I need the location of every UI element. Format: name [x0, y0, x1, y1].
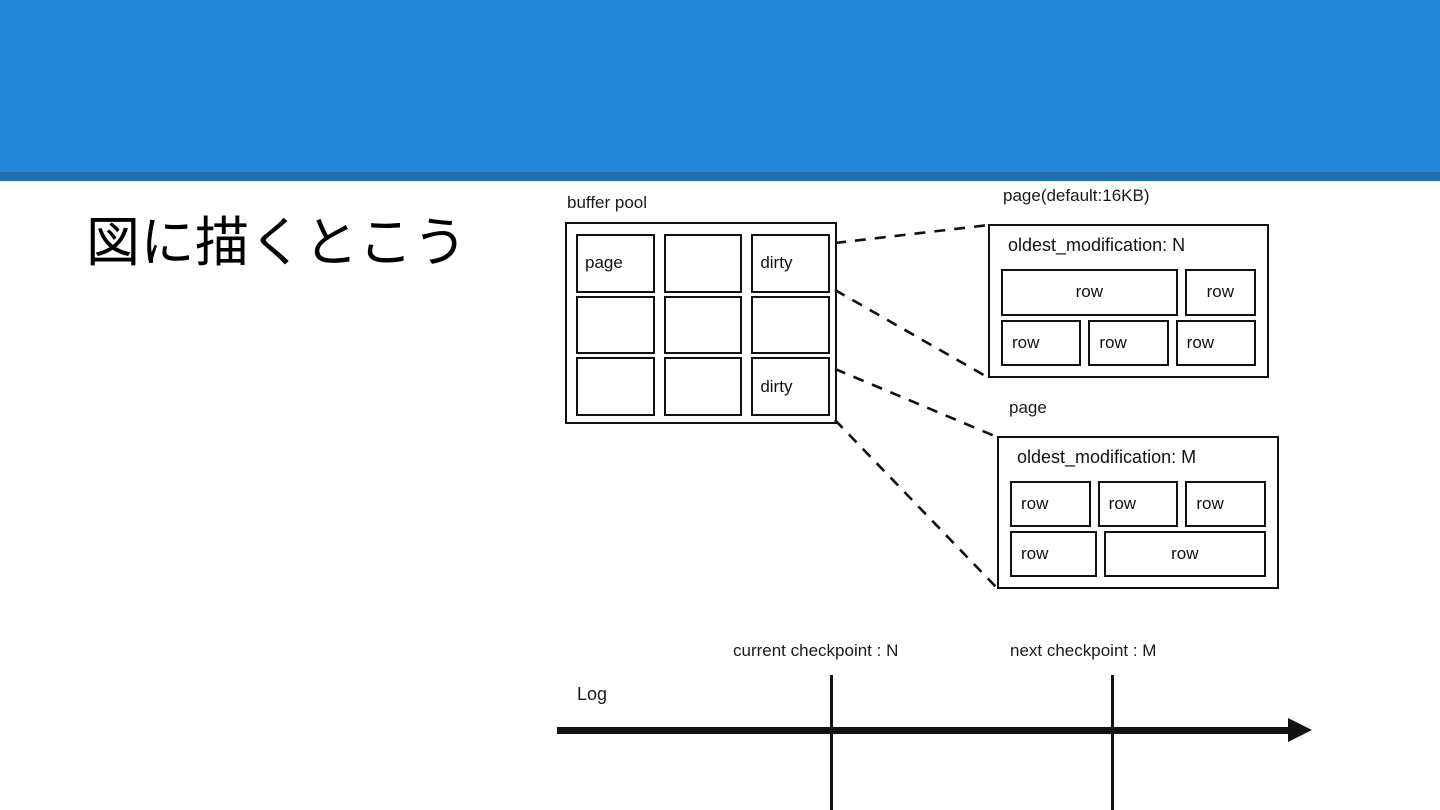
connector-dirty1-bottom [834, 288, 990, 380]
buffer-pool-cell [576, 357, 655, 416]
page-row-cell: row [1088, 319, 1169, 366]
buffer-pool-cell [663, 295, 743, 355]
checkpoint-label-2: next checkpoint : M [1010, 641, 1157, 660]
page-row-cell: row [1185, 481, 1267, 527]
page-row-cell: row [1010, 531, 1097, 577]
log-label: Log [577, 684, 608, 704]
oldest-modification-2: oldest_modification: M [1017, 447, 1197, 467]
slide-header-rule [0, 172, 1440, 181]
buffer-pool-cell [751, 295, 830, 355]
connector-dirty2-top [834, 367, 998, 439]
buffer-pool-cell: dirty [751, 357, 830, 416]
page-row-cell: row [1010, 481, 1091, 527]
page-row-cell: row [1001, 269, 1178, 316]
checkpoint-marker-1 [830, 675, 833, 810]
buffer-pool-cell-label: dirty [760, 253, 793, 273]
oldest-modification-1: oldest_modification: N [1008, 235, 1186, 255]
buffer-pool-cell: dirty [751, 234, 830, 293]
buffer-pool-grid: page dirty dirty [576, 234, 830, 416]
checkpoint-marker-2 [1111, 675, 1114, 810]
log-axis-line [557, 727, 1297, 734]
buffer-pool-cell-label: dirty [760, 376, 793, 396]
buffer-pool-cell [576, 295, 655, 355]
page-row-cell: row [1184, 269, 1256, 316]
buffer-pool-label: buffer pool [567, 193, 648, 212]
connector-dirty2-bottom [834, 419, 998, 589]
buffer-pool-box: page dirty dirty [565, 222, 837, 424]
buffer-pool-cell [663, 234, 743, 293]
slide-header-band [0, 0, 1440, 172]
page-row-cell: row [1175, 319, 1256, 366]
page-title: 図に描くとこう [86, 213, 468, 273]
log-axis-arrow-icon [1288, 718, 1312, 742]
buffer-pool-cell: page [576, 234, 655, 293]
page-caption-1: page(default:16KB) [1003, 186, 1150, 205]
buffer-pool-cell [663, 357, 743, 416]
page-row-cell: row [1103, 531, 1266, 577]
page-row-cell: row [1097, 481, 1179, 527]
connector-dirty1-top [834, 223, 990, 245]
checkpoint-label-1: current checkpoint : N [733, 641, 899, 660]
buffer-pool-cell-label: page [585, 253, 623, 273]
page-caption-2: page [1009, 398, 1047, 417]
page-row-cell: row [1001, 319, 1082, 366]
